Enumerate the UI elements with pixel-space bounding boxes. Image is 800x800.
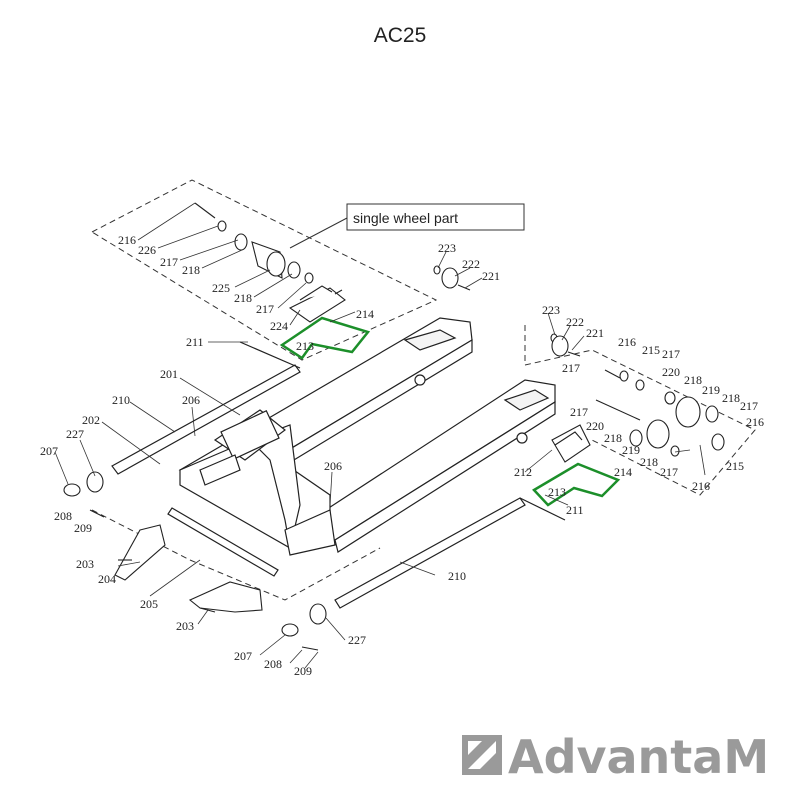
label-218: 218 [234, 291, 252, 305]
label-219: 219 [622, 443, 640, 457]
label-215: 215 [726, 459, 744, 473]
chassis-frame [179, 409, 336, 556]
label-217: 217 [562, 361, 580, 375]
label-215: 215 [642, 343, 660, 357]
callout-leader [289, 217, 348, 249]
linkage-parts [63, 471, 327, 651]
label-211: 211 [186, 335, 204, 349]
label-227: 227 [348, 633, 366, 647]
highlight-pin-213-left [279, 316, 371, 360]
label-226: 226 [138, 243, 156, 257]
label-227: 227 [66, 427, 84, 441]
label-203: 203 [76, 557, 94, 571]
roller-group-outline-right [524, 325, 756, 496]
advantam-logo: AdvantaM [462, 730, 769, 783]
label-216: 216 [618, 335, 636, 349]
label-222: 222 [462, 257, 480, 271]
label-217: 217 [160, 255, 178, 269]
label-220: 220 [586, 419, 604, 433]
label-219: 219 [702, 383, 720, 397]
label-214: 214 [614, 465, 632, 479]
label-218: 218 [604, 431, 622, 445]
label-216: 216 [692, 479, 710, 493]
label-221: 221 [482, 269, 500, 283]
label-204: 204 [98, 572, 116, 586]
label-217: 217 [660, 465, 678, 479]
label-208: 208 [54, 509, 72, 523]
label-223: 223 [438, 241, 456, 255]
label-218: 218 [640, 455, 658, 469]
label-208: 208 [264, 657, 282, 671]
label-207: 207 [40, 444, 58, 458]
label-225: 225 [212, 281, 230, 295]
label-206: 206 [182, 393, 200, 407]
label-207: 207 [234, 649, 252, 663]
diagram-title: AC25 [373, 24, 427, 47]
label-206: 206 [324, 459, 342, 473]
label-218: 218 [182, 263, 200, 277]
label-220: 220 [662, 365, 680, 379]
right-fork [293, 379, 556, 553]
label-221: 221 [586, 326, 604, 340]
leader-lines [54, 202, 706, 669]
label-223: 223 [542, 303, 560, 317]
label-216: 216 [746, 415, 764, 429]
label-210: 210 [448, 569, 466, 583]
axle-rods [111, 341, 566, 609]
label-202: 202 [82, 413, 100, 427]
label-217: 217 [570, 405, 588, 419]
label-212: 212 [514, 465, 532, 479]
label-222: 222 [566, 315, 584, 329]
single-wheel-group-outline [90, 179, 438, 361]
label-217: 217 [256, 302, 274, 316]
label-216: 216 [118, 233, 136, 247]
part-labels: 216 226 217 218 225 218 217 224 214 213 … [40, 233, 764, 678]
label-209: 209 [74, 521, 92, 535]
label-213: 213 [548, 485, 566, 499]
label-224: 224 [270, 319, 288, 333]
advantam-logo-icon [462, 735, 502, 775]
label-209: 209 [294, 664, 312, 678]
tandem-roller-parts [551, 369, 725, 463]
highlight-pin-213-right [532, 462, 621, 507]
label-211: 211 [566, 503, 584, 517]
callout-text: single wheel part [353, 210, 458, 226]
label-201: 201 [160, 367, 178, 381]
advantam-logo-text: AdvantaM [508, 730, 769, 783]
label-214: 214 [356, 307, 374, 321]
callout-box [346, 203, 525, 231]
label-213: 213 [296, 339, 314, 353]
label-217: 217 [662, 347, 680, 361]
label-217: 217 [740, 399, 758, 413]
label-218: 218 [722, 391, 740, 405]
label-210: 210 [112, 393, 130, 407]
label-205: 205 [140, 597, 158, 611]
label-218: 218 [684, 373, 702, 387]
load-roller-top [433, 265, 581, 357]
label-203: 203 [176, 619, 194, 633]
single-wheel-parts [194, 202, 346, 323]
